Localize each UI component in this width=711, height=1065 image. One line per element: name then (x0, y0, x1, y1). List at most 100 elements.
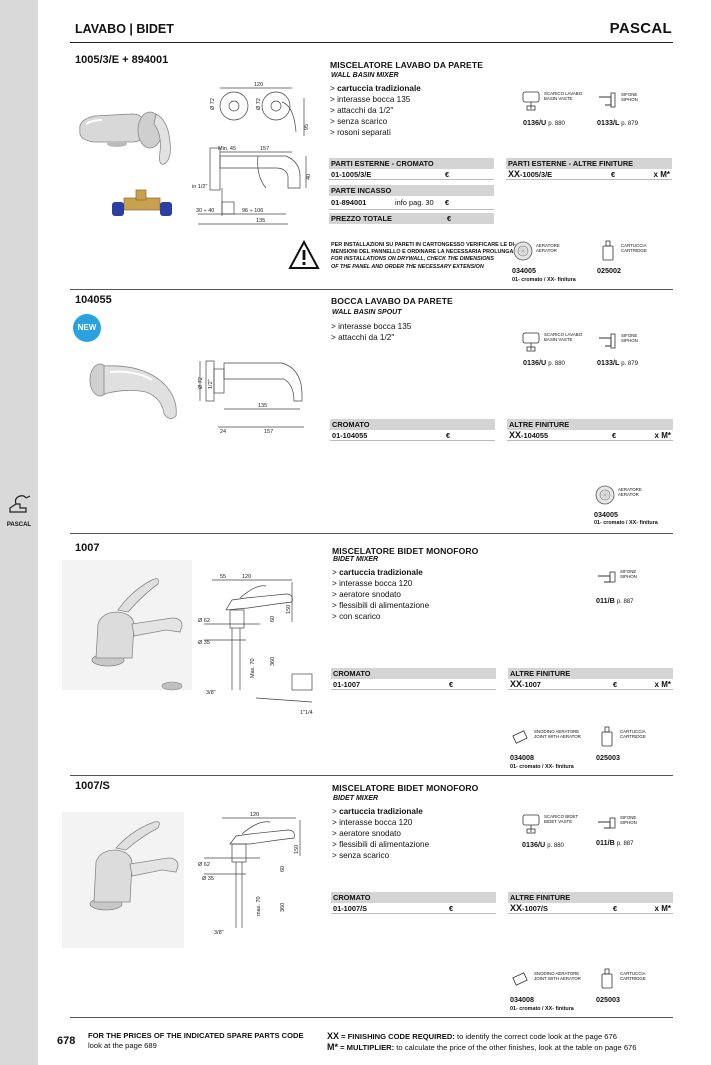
new-badge: NEW (73, 314, 101, 342)
table-header: PARTE INCASSO (329, 185, 494, 196)
feature-item: > cartuccia tradizionale (332, 568, 423, 577)
sidebar-label: PASCAL (6, 522, 32, 528)
price-row: 01-104055€ (330, 430, 495, 441)
accessory-siphon: SIFONE SIPHON (597, 330, 638, 357)
dim-40: 40 (306, 174, 312, 180)
dim-60: 60 (270, 616, 276, 622)
dim-135: 135 (256, 218, 265, 224)
accessory-code: 0136/U p. 880 (523, 358, 565, 367)
basin-waste-icon (522, 91, 540, 111)
table-header: PREZZO TOTALE€ (329, 213, 494, 224)
accessory-code: 034005 (594, 510, 618, 519)
finish-note: 01- cromato / XX- finitura (510, 1006, 574, 1012)
accessory-code: 011/B p. 887 (596, 838, 634, 847)
accessory-code: 034008 (510, 995, 534, 1004)
table-header: CROMATO (331, 668, 496, 679)
dim-157: 157 (264, 429, 273, 435)
joint-aerator-icon (512, 730, 528, 744)
dim-135: 135 (258, 403, 267, 409)
dim-120: 120 (250, 812, 259, 818)
dim-150: 150 (286, 605, 292, 614)
finish-note: 01- cromato / XX- finitura (594, 520, 658, 526)
accessory-siphon: SIFONE SIPHON (596, 812, 637, 839)
feature-item: > cartuccia tradizionale (330, 84, 421, 93)
table-header: ALTRE FINITURE (508, 668, 673, 679)
price-row: XX-1005/3/E€x M* (506, 169, 672, 180)
dim-diam-35: Ø 35 (198, 640, 210, 646)
accessory-code: 025002 (597, 266, 621, 275)
dim-360: 360 (280, 903, 286, 912)
dim-top-width: 120 (254, 82, 263, 88)
dim-95: 95 (304, 124, 310, 130)
feature-item: > cartuccia tradizionale (332, 807, 423, 816)
feature-list: > interasse bocca 135 > attacchi da 1/2" (331, 321, 411, 343)
product-code: 1007/S (75, 780, 110, 792)
price-row: XX-1007€x M* (508, 679, 673, 690)
feature-item: > aeratore snodato (332, 829, 401, 838)
dim-157: 157 (260, 146, 269, 152)
siphon-icon (599, 333, 616, 349)
price-table-finishes: ALTRE FINITURE XX-104055€x M* (507, 419, 673, 441)
feature-item: > attacchi da 1/2" (330, 106, 394, 115)
accessory-aerator: AERATORE AERATOR (512, 240, 560, 267)
section-divider (70, 775, 673, 776)
dim-360: 360 (270, 657, 276, 666)
accessory-cartridge: CARTUCCIA CARTRIDGE (596, 968, 646, 995)
price-table-chrome: CROMATO 01-1007€ (331, 668, 496, 690)
dim-3-8: 3/8" (214, 930, 224, 936)
dim-max: max. 70 (256, 896, 262, 916)
dim-half-inch: 1/2" (208, 379, 214, 389)
bidet-waste-icon (522, 814, 540, 834)
product-title: MISCELATORE LAVABO DA PARETE (330, 60, 484, 70)
siphon-icon (599, 92, 616, 108)
table-header: ALTRE FINITURE (508, 892, 673, 903)
aerator-icon (595, 485, 615, 505)
accessory-code: 011/B p. 887 (596, 596, 634, 605)
product-title: BOCCA LAVABO DA PARETE (331, 296, 453, 306)
accessory-code: 0133/L p. 879 (597, 358, 638, 367)
dim-30-40: 30 ÷ 40 (196, 208, 214, 214)
price-row: 01-1007/S€ (331, 903, 496, 914)
accessory-bidet-waste: SCARICO BIDET BIDET VASTE (520, 812, 578, 839)
feature-item: > flessibili di alimentazione (332, 840, 430, 849)
concealed-valve-photo (110, 188, 176, 227)
dim-diam-1: Ø 72 (210, 98, 216, 110)
dim-max: Max. 70 (250, 658, 256, 678)
feature-item: > senza scarico (330, 117, 388, 126)
finish-note: 01- cromato / XX- finitura (512, 277, 576, 283)
siphon-icon (598, 571, 616, 583)
product-subtitle: BIDET MIXER (333, 795, 379, 802)
feature-item: > flessibili di alimentazione (332, 601, 430, 610)
price-table-chrome: CROMATO 01-1007/S€ (331, 892, 496, 914)
dim-24: 24 (220, 429, 226, 435)
dim-60: 60 (280, 866, 286, 872)
basin-waste-icon (522, 332, 540, 352)
feature-list: > cartuccia tradizionale > interasse boc… (332, 567, 429, 622)
dim-diam: Ø 72 (198, 377, 204, 389)
price-row: 01-1007€ (331, 679, 496, 690)
accessory-code: 034008 (510, 753, 534, 762)
dim-diam-62: Ø 62 (198, 862, 210, 868)
feature-item: > interasse bocca 120 (332, 579, 413, 588)
price-table-finishes: ALTRE FINITURE XX-1007/S€x M* (508, 892, 673, 914)
cartridge-icon (602, 240, 614, 261)
dim-120: 120 (242, 574, 251, 580)
accessory-cartridge: CARTUCCIA CARTRIDGE (597, 240, 647, 267)
accessory-joint-aerator: SNODINO AERATORE JOINT WITH AERATOR (510, 968, 581, 995)
table-header: CROMATO (331, 892, 496, 903)
technical-drawing: Ø 72 1/2" 135 24 157 (196, 355, 318, 440)
sidebar (0, 0, 38, 1065)
product-title: MISCELATORE BIDET MONOFORO (332, 546, 479, 556)
joint-aerator-icon (512, 972, 528, 986)
table-header: PARTI ESTERNE - ALTRE FINITURE (506, 158, 672, 169)
accessory-basin-waste: SCARICO LAVABO BASIN VASTE (520, 330, 582, 357)
accessory-code: 025003 (596, 753, 620, 762)
footer-spare-parts-note: FOR THE PRICES OF THE INDICATED SPARE PA… (88, 1031, 304, 1050)
page-number: 678 (57, 1035, 76, 1047)
dim-diam-35: Ø 35 (202, 876, 214, 882)
accessory-joint-aerator: SNODINO AERATORE JOINT WITH AERATOR (510, 726, 581, 753)
cartridge-icon (601, 726, 613, 747)
price-row: 01-1005/3/E€ (329, 169, 494, 180)
feature-item: > aeratore snodato (332, 590, 401, 599)
